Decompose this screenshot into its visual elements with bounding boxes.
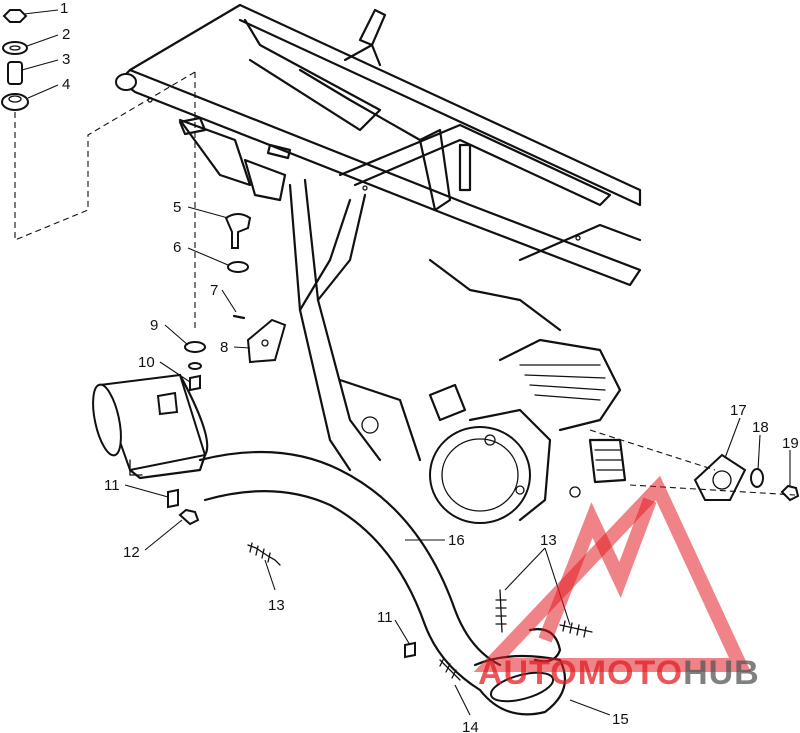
vehicle-frame [115,3,642,472]
callout-16: 16 [448,532,465,549]
leader-lines [21,9,791,716]
automotohub-watermark: AUTOMOTOHUB [473,475,760,692]
callout-15: 15 [612,711,629,728]
muffler [92,373,209,480]
watermark-logo-m [538,497,657,643]
callout-10: 10 [138,354,155,371]
callout-6: 6 [173,239,181,256]
callout-5: 5 [173,199,181,216]
callout-17: 17 [730,402,747,419]
callout-11-pipe: 11 [377,609,393,626]
callout-11-muffler: 11 [104,477,120,494]
callout-4: 4 [62,76,70,93]
callout-1: 1 [60,0,68,17]
callout-labels: 1 2 3 4 5 6 7 8 9 10 11 12 13 16 13 11 1… [60,0,799,733]
watermark-part-automoto: AUTOMOTO [478,654,683,692]
watermark-text: AUTOMOTOHUB [478,654,760,692]
exhaust-header-pipe [198,450,567,716]
callout-12: 12 [123,544,140,561]
callout-9: 9 [150,317,158,334]
callout-19: 19 [782,435,799,452]
callout-2: 2 [62,26,70,43]
assembly-guides [14,71,796,496]
callout-7: 7 [210,282,218,299]
callout-13-right: 13 [540,532,557,549]
watermark-part-hub: HUB [683,654,760,692]
hardware-parts [1,9,800,681]
callout-14: 14 [462,719,479,733]
callout-13-left: 13 [268,597,285,614]
callout-3: 3 [62,51,70,68]
engine-assembly [428,338,627,524]
callout-18: 18 [752,419,769,436]
callout-8: 8 [220,339,228,356]
